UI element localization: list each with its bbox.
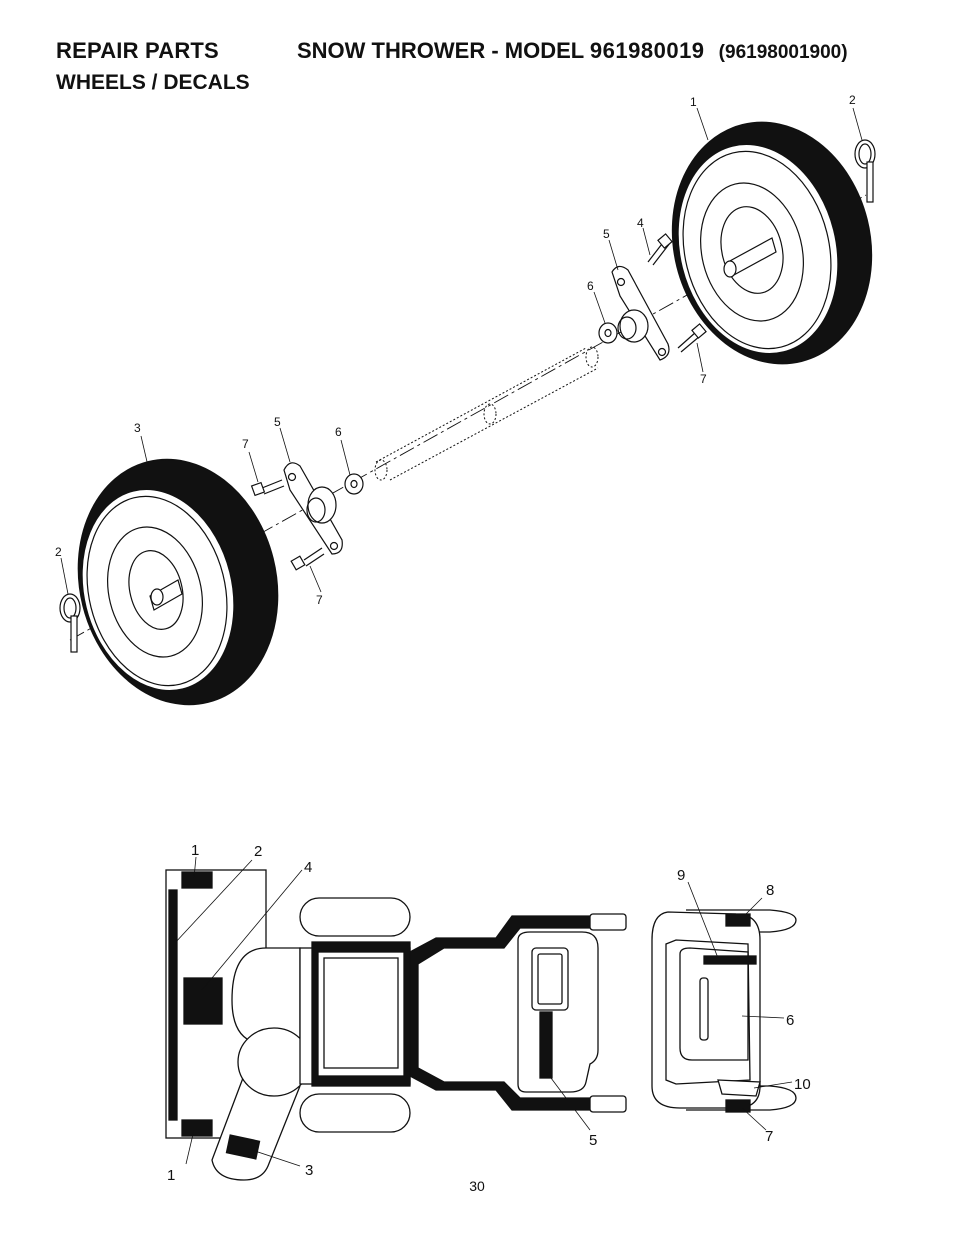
callout-3: 3 xyxy=(134,421,141,435)
product-name: SNOW THROWER - MODEL xyxy=(297,38,584,63)
decal-10 xyxy=(717,1079,761,1097)
right-bolt-lower xyxy=(677,323,707,353)
decals-top-view xyxy=(165,856,797,1181)
handle-frame xyxy=(409,915,591,1111)
decal-callout-6: 6 xyxy=(786,1012,794,1029)
callout-7c: 7 xyxy=(316,593,323,607)
decal-callout-4: 4 xyxy=(304,859,312,876)
axle-tube xyxy=(374,346,599,481)
tire-top-right xyxy=(299,1093,411,1133)
decal-leader-lines xyxy=(173,856,793,1167)
left-bearing-flange xyxy=(283,462,343,555)
left-washer xyxy=(344,473,364,495)
callout-5: 5 xyxy=(603,227,610,241)
left-bolt-upper xyxy=(250,479,285,497)
left-bolt-lower xyxy=(290,547,325,571)
callout-7: 7 xyxy=(700,372,707,386)
page-subtitle: WHEELS / DECALS xyxy=(56,71,250,94)
wheels-exploded-view xyxy=(59,107,876,706)
decal-2-strip xyxy=(168,889,178,1121)
callout-4: 4 xyxy=(637,216,644,230)
decal-callout-7: 7 xyxy=(765,1128,773,1145)
tire-top-left xyxy=(299,897,411,937)
model-number: 961980019 xyxy=(589,38,705,63)
decal-3 xyxy=(225,1134,261,1160)
decal-callout-5: 5 xyxy=(589,1132,597,1149)
decal-1-bottom xyxy=(181,1119,213,1137)
right-wheel xyxy=(671,121,873,365)
right-hitch-pin xyxy=(854,139,876,203)
decal-callout-1: 1 xyxy=(191,842,199,859)
panel-window-inner xyxy=(537,953,563,1005)
callout-2: 2 xyxy=(849,93,856,107)
decal-4 xyxy=(183,977,223,1025)
callout-7b: 7 xyxy=(242,437,249,451)
decal-7 xyxy=(725,1099,751,1113)
decal-callout-2: 2 xyxy=(254,843,262,860)
callout-6b: 6 xyxy=(335,425,342,439)
wheel-callouts: 1 2 4 5 6 7 3 5 6 7 2 7 xyxy=(55,93,856,607)
model-code: (96198001900) xyxy=(718,42,848,63)
right-bearing-flange xyxy=(611,265,670,361)
decal-callout-3: 3 xyxy=(305,1162,313,1179)
decal-1-top xyxy=(181,871,213,889)
callout-1: 1 xyxy=(690,95,697,109)
callout-6: 6 xyxy=(587,279,594,293)
handle-grip-lower xyxy=(589,1095,627,1113)
callout-5b: 5 xyxy=(274,415,281,429)
decal-callout-10: 10 xyxy=(794,1076,811,1093)
decal-callout-8: 8 xyxy=(766,882,774,899)
wheel-leader-lines xyxy=(60,107,863,595)
callout-2b: 2 xyxy=(55,545,62,559)
left-hitch-pin xyxy=(59,593,81,653)
left-wheel xyxy=(77,458,279,706)
decal-callout-9: 9 xyxy=(677,867,685,884)
product-title: SNOW THROWER - MODEL 961980019 (96198001… xyxy=(297,38,848,64)
right-bolt-upper xyxy=(647,233,673,266)
decal-callout-1b: 1 xyxy=(167,1167,175,1184)
engine-panel xyxy=(323,957,399,1069)
decal-5 xyxy=(539,1011,553,1079)
page-number: 30 xyxy=(469,1178,485,1194)
handle-grip-upper xyxy=(589,913,627,931)
section-title: REPAIR PARTS xyxy=(56,38,219,63)
rear-view-panel xyxy=(651,909,797,1113)
discharge-chute xyxy=(211,1027,311,1181)
right-washer xyxy=(598,322,618,344)
decal-callouts: 1 2 4 1 3 5 9 8 6 10 7 xyxy=(167,842,811,1184)
decal-8 xyxy=(725,913,751,927)
decal-9 xyxy=(703,955,757,965)
